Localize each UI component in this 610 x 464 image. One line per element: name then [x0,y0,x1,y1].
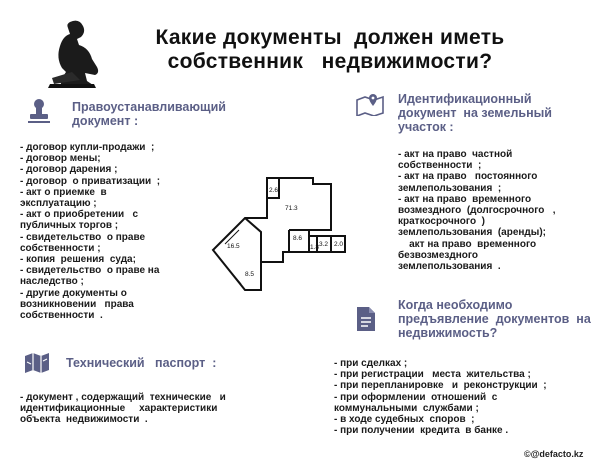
credit-line: ©@defacto.kz [524,449,583,459]
list-item: - при получении кредита в банке . [334,425,509,437]
copyright-icon: © [524,449,531,459]
when-heading-line: предъявление документов на [398,312,591,326]
map-pin-icon [356,92,384,118]
list-item: - копия решения суда; [20,254,136,266]
list-item: идентификационные характеристики [20,403,218,415]
room-label: 8.6 [293,235,302,242]
list-item: безвозмездного [398,249,478,261]
land-heading: Идентификационный документ на земельный … [398,92,552,134]
list-item: - акт на право частной [398,149,513,160]
list-item: собственности ; [20,242,101,254]
ownership-list: - договор купли-продажи ; - договор мены… [20,142,160,321]
room-label: 8.5 [245,271,254,278]
technical-heading: Технический паспорт : [66,356,216,370]
when-heading-line: Когда необходимо [398,298,513,312]
floor-plan-icon [24,352,50,374]
list-item: - при перепланировке и реконструкции ; [334,380,547,392]
land-heading-line: документ на земельный [398,106,552,120]
room-label: 1.8 [310,244,319,251]
when-heading: Когда необходимо предъявление документов… [398,298,591,340]
when-heading-line: недвижимость? [398,326,498,340]
technical-heading-line: Технический паспорт : [66,356,217,370]
land-list: - акт на право частной собственности ; -… [398,149,555,272]
list-item: собственности . [20,310,103,322]
list-item: - акт о приобретении с [20,209,139,221]
list-item: землепользования (аренды); [398,227,546,239]
room-label: 3.2 [319,241,328,248]
thinker-logo-icon [40,16,110,89]
list-item: - акт о приемке в [20,186,107,198]
list-item: публичных торгов ; [20,220,119,232]
floor-plan: 2.6 71.3 8.6 1.8 3.2 2.0 16.5 8.5 [205,170,365,295]
list-item: - при сделках ; [334,358,408,369]
list-item: эксплуатацию ; [20,198,97,210]
technical-list: - документ , содержащий технические и ид… [20,392,226,426]
list-item: - при регистрации места жительства ; [334,369,531,381]
list-item: землепользования ; [398,182,502,194]
list-item: - договор о приватизации ; [20,175,161,187]
list-item: собственности ; [398,160,482,172]
list-item: - договор купли-продажи ; [20,142,155,153]
when-list: - при сделках ; - при регистрации места … [334,358,547,436]
list-item: краткосрочного ) [398,216,485,228]
document-icon [355,306,377,332]
land-heading-line: участок : [398,120,454,134]
list-item: коммунальными службами ; [334,402,479,414]
list-item: - документ , содержащий технические и [20,392,226,403]
ownership-heading-line: документ : [72,114,139,128]
list-item: - при оформлении отношений с [334,391,498,403]
page-title: Какие документы должен иметь собственник… [120,26,540,74]
list-item: акт на право временного [398,238,537,250]
list-item: - договор дарения ; [20,164,118,176]
ownership-heading: Правоустанавливающий документ : [72,100,226,128]
room-label: 2.6 [269,187,278,194]
room-label: 71.3 [285,205,298,212]
list-item: - договор мены; [20,153,101,165]
credit-text: @defacto.kz [530,449,584,459]
list-item: землепользования . [398,261,501,273]
list-item: объекта недвижимости . [20,414,148,426]
stamp-icon [28,98,50,124]
land-heading-line: Идентификационный [398,92,532,106]
list-item: - акт на право постоянного [398,171,538,183]
list-item: - свидетельство о праве [20,231,146,243]
list-item: возникновении права [20,298,134,310]
list-item: - акт на право временного [398,193,532,205]
ownership-heading-line: Правоустанавливающий [72,100,226,114]
list-item: наследство ; [20,276,84,288]
title-line-1: Какие документы должен иметь [155,26,505,49]
list-item: возмездного (долгосрочного , [398,205,556,217]
room-label: 2.0 [334,241,343,248]
list-item: - другие документы о [20,287,127,299]
title-line-2: собственник недвижимости? [167,50,493,73]
room-label: 16.5 [227,243,240,250]
list-item: - в ходе судебных споров ; [334,414,475,426]
list-item: - свидетельство о праве на [20,265,160,277]
